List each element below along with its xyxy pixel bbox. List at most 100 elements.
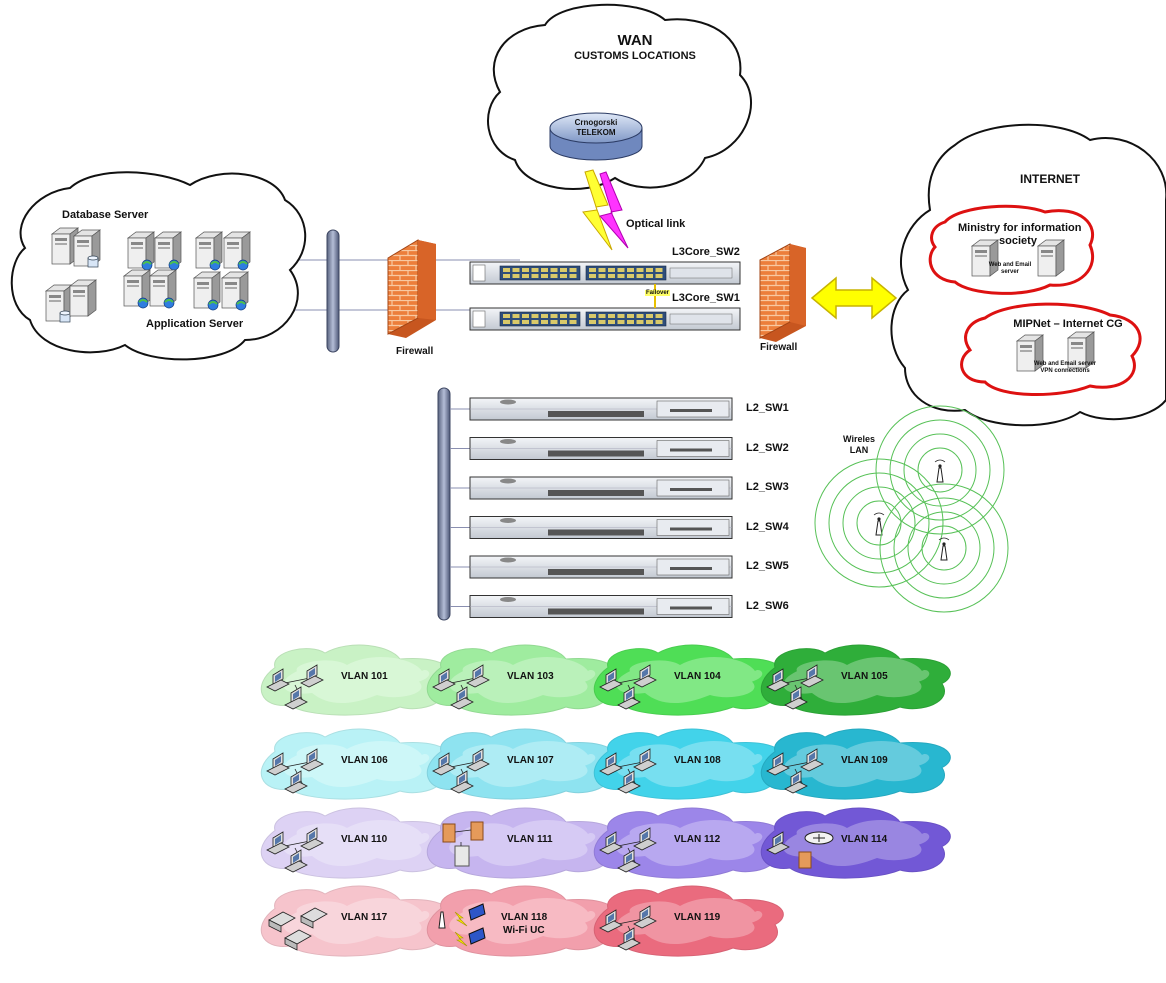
access-switch [450,437,733,460]
ministry-label-line1: Ministry for information [958,222,1082,234]
vlan-label: VLAN 104 [674,671,721,682]
vlan-label: VLAN 110 [341,834,388,845]
firewall-left-icon [387,239,436,338]
failover-label: Failover [645,290,671,296]
access-point-icon [879,483,1009,613]
mipnet-ring [960,302,1142,397]
vlan-label: VLAN 117 [341,912,388,923]
vlan-cloud [760,644,951,716]
vlan-label: VLAN 108 [674,755,721,766]
optical-link-bolts [582,169,629,251]
vlan-label: VLAN 118 [501,912,548,923]
vlan-cloud [593,728,784,800]
ministry-ring [928,204,1095,295]
server-icon [192,271,222,311]
computer-group-icon [599,748,657,794]
vlan-cloud [260,644,451,716]
access-switch-label: L2_SW1 [746,402,789,414]
wan-cloud [487,3,752,190]
access-switch [450,476,733,500]
vlan-label: VLAN 114 [841,834,888,845]
wireless-label-line2: LAN [849,445,869,455]
access-switch [450,555,733,579]
database-server-label: Database Server [62,209,149,221]
server-icon [126,231,156,271]
access-switch [450,516,733,539]
ministry-server-line1: Web and Email [988,262,1032,268]
access-switch-label: L2_SW4 [746,520,789,533]
access-switch [450,595,733,618]
wireless-lan [814,405,1009,613]
computer-group-icon [266,748,324,794]
access-switch-label: L2_SW6 [746,599,789,612]
computer-group-icon [432,664,490,710]
access-switches [450,397,733,618]
firewall-right-label: Firewall [760,342,798,353]
server-icon [220,271,250,311]
optical-link-label: Optical link [626,218,686,230]
access-switch-label: L2_SW3 [746,481,789,493]
firewall-left-label: Firewall [396,346,434,357]
access-bus-bar [437,387,451,621]
computer-group-icon [266,664,324,710]
server-icon [1036,239,1066,277]
server-icon [153,231,183,271]
vlan-cloud [260,728,451,800]
firewall-right-icon [759,243,806,342]
mipnet-server-line2: VPN connections [1040,368,1090,374]
server-icon [1015,334,1045,372]
access-switch-label: L2_SW2 [746,441,789,454]
server-bus-bar [326,229,340,353]
internet-cloud [890,123,1166,427]
vlan-cloud [426,644,617,716]
vlan-label: VLAN 112 [674,834,721,845]
server-icon [72,229,102,268]
firewall-icon [442,821,484,867]
server-icon [222,231,252,271]
vlan-label: VLAN 105 [841,671,888,682]
vlan-label: VLAN 103 [507,671,554,682]
access-switch-label: L2_SW5 [746,560,789,572]
vlan-cloud [426,728,617,800]
wan-title: WAN [617,32,653,49]
vlan-cloud [426,807,617,879]
computer-group-icon [766,664,824,710]
core-switches [469,261,741,331]
server-icons [44,227,252,323]
core-sw2-label: L3Core_SW2 [672,246,740,258]
vlan-cloud [593,885,784,957]
server-icon [1066,331,1096,369]
printer-icon [268,907,328,951]
vlan-label: VLAN 109 [841,755,888,766]
vlan-label: VLAN 111 [507,834,553,845]
vlan-cloud [426,885,617,957]
vlan-cloud [260,807,451,879]
computer-group-icon [599,827,657,873]
vlan-label: VLAN 101 [341,671,388,682]
access-point-icon [875,405,1005,535]
router-icon [766,831,834,869]
mipnet-label: MIPNet – Internet CG [1013,318,1123,330]
server-icon [148,269,178,309]
computer-group-icon [599,664,657,710]
wifi-icon [438,903,486,947]
vlan-clouds [260,644,951,957]
server-icon [68,279,98,317]
application-server-label: Application Server [146,318,244,330]
server-icon [194,231,224,271]
ministry-server-line2: server [1000,269,1020,275]
computer-group-icon [766,748,824,794]
vlan-label: VLAN 119 [674,912,721,923]
vlan-cloud [760,728,951,800]
vlan-sublabel: Wi-Fi UC [503,925,545,936]
wireless-label-line1: Wireles [843,434,875,444]
router-label-line2: TELEKOM [576,128,616,137]
computer-group-icon [266,827,324,873]
router-label-line1: Crnogorski [574,118,618,127]
core-sw1-label: L3Core_SW1 [672,292,740,304]
ministry-label-line2: society [999,235,1037,247]
server-icon [44,284,74,323]
core-switch-sw1 [469,307,741,331]
